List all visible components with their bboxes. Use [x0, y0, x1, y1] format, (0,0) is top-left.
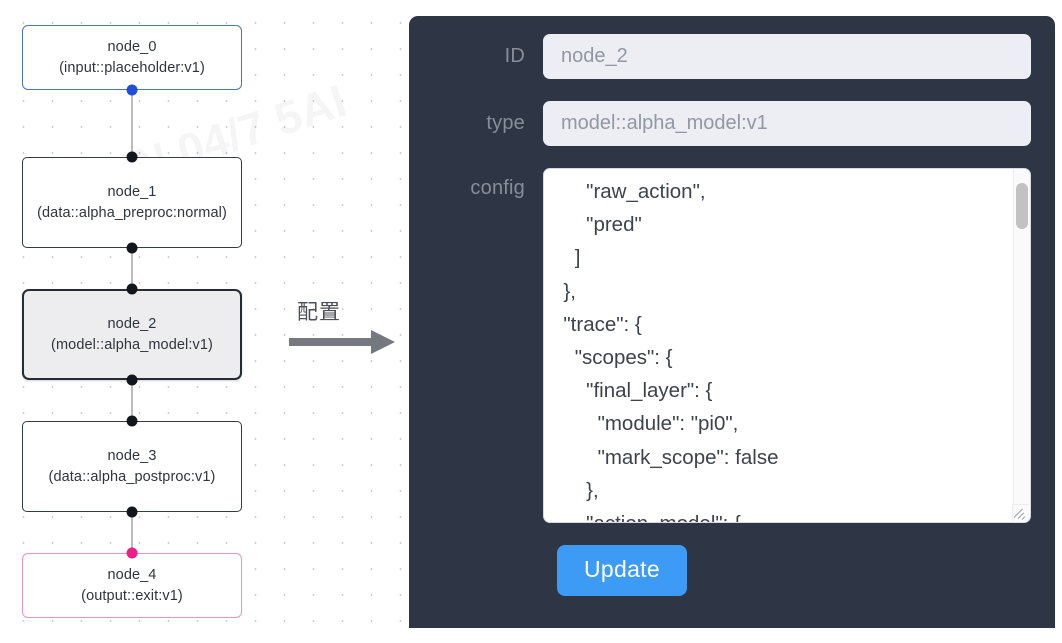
right-arrow-icon	[289, 330, 395, 354]
port-node1-output[interactable]	[126, 242, 138, 254]
node-title: node_4	[107, 566, 157, 583]
panel-actions: Update	[427, 545, 1031, 596]
node-title: node_2	[107, 315, 157, 332]
field-row-id: ID	[427, 34, 1031, 79]
graph-node-node_4[interactable]: node_4 (output::exit:v1)	[22, 553, 242, 618]
config-textarea-wrapper[interactable]: "raw_action", "pred" ] }, "trace": { "sc…	[543, 168, 1031, 523]
resize-handle-icon[interactable]	[1012, 504, 1029, 521]
update-button[interactable]: Update	[557, 545, 687, 596]
graph-node-node_0[interactable]: node_0 (input::placeholder:v1)	[22, 25, 242, 90]
transition-arrow-group: 配置	[289, 296, 399, 358]
node-title: node_0	[107, 38, 157, 55]
id-input[interactable]	[543, 34, 1031, 79]
node-config-panel: ID type config "raw_action", "pred" ] },…	[409, 16, 1055, 628]
node-subtitle: (model::alpha_model:v1)	[51, 336, 213, 353]
node-subtitle: (data::alpha_postproc:v1)	[48, 468, 216, 485]
graph-node-node_1[interactable]: node_1 (data::alpha_preproc:normal)	[22, 157, 242, 248]
edge-node0-node1	[131, 90, 133, 157]
port-node2-input[interactable]	[126, 283, 138, 295]
node-title: node_1	[107, 183, 157, 200]
port-node0-output[interactable]	[126, 84, 138, 96]
port-node2-output[interactable]	[126, 374, 138, 386]
node-title: node_3	[107, 447, 157, 464]
config-textarea[interactable]: "raw_action", "pred" ] }, "trace": { "sc…	[563, 180, 779, 522]
field-row-config: config "raw_action", "pred" ] }, "trace"…	[427, 168, 1031, 523]
type-input[interactable]	[543, 101, 1031, 146]
id-label: ID	[504, 45, 525, 67]
port-node3-input[interactable]	[126, 415, 138, 427]
edge-node3-node4	[131, 512, 133, 553]
arrow-label: 配置	[297, 300, 341, 324]
node-subtitle: (data::alpha_preproc:normal)	[37, 204, 227, 221]
graph-node-node_2[interactable]: node_2 (model::alpha_model:v1)	[22, 289, 242, 380]
port-node3-output[interactable]	[126, 506, 138, 518]
edge-node1-node2	[131, 248, 133, 289]
config-scrollbar[interactable]	[1013, 169, 1030, 504]
type-label: type	[486, 112, 525, 134]
config-label: config	[470, 177, 525, 199]
edge-node2-node3	[131, 380, 133, 421]
node-subtitle: (output::exit:v1)	[81, 587, 183, 604]
port-node4-input[interactable]	[126, 547, 138, 559]
port-node1-input[interactable]	[126, 151, 138, 163]
node-subtitle: (input::placeholder:v1)	[59, 59, 205, 76]
config-scrollbar-thumb[interactable]	[1016, 183, 1028, 229]
field-row-type: type	[427, 101, 1031, 146]
graph-node-node_3[interactable]: node_3 (data::alpha_postproc:v1)	[22, 421, 242, 512]
